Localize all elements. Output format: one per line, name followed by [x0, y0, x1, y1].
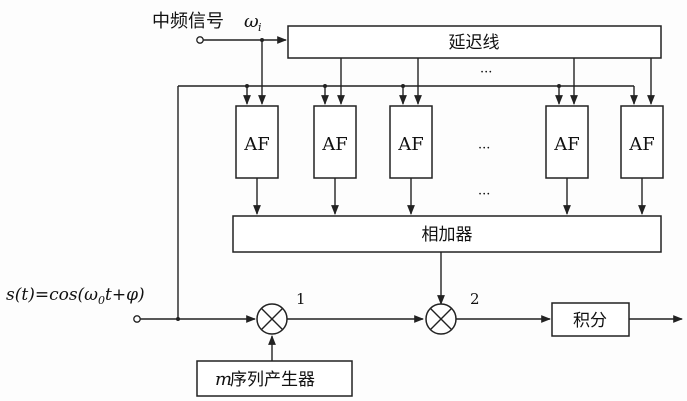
signal-input-terminal: [133, 315, 141, 323]
junction-dot: [176, 317, 180, 321]
if-input-terminal: [196, 36, 204, 44]
af-ellipsis: ···: [478, 141, 490, 156]
integrator-box: [551, 302, 630, 337]
m-sequence-prefix: m: [215, 369, 232, 390]
junction-dot: [245, 84, 249, 88]
output-ellipsis: ···: [478, 187, 490, 202]
m-sequence-generator-box: [196, 360, 353, 397]
if-signal-label: 中频信号: [152, 11, 224, 32]
af-label-1: AF: [243, 134, 270, 155]
delay-line-label: 延迟线: [449, 33, 500, 53]
junction-dot: [323, 84, 327, 88]
m-sequence-label: 序列产生器: [230, 370, 315, 390]
af-box-2: [313, 105, 357, 179]
mixer-1: [256, 303, 288, 335]
af-label-5: AF: [628, 134, 655, 155]
tap-ellipsis: ···: [480, 65, 492, 80]
mixer-2-label: 2: [470, 290, 480, 308]
mixer-1-label: 1: [296, 290, 306, 308]
delay-line-box: [287, 25, 662, 59]
input-signal-label: s(t)=cos(ω0t+φ): [6, 285, 145, 307]
af-label-4: AF: [553, 134, 580, 155]
if-signal-subscript: i: [258, 21, 262, 34]
if-signal-symbol: ω: [244, 11, 259, 32]
adder-label: 相加器: [422, 225, 473, 245]
adder-box: [232, 215, 662, 253]
af-box-4: [545, 105, 589, 179]
af-label-3: AF: [397, 134, 424, 155]
integrator-label: 积分: [573, 311, 607, 331]
junction-dot: [401, 84, 405, 88]
junction-dot: [557, 84, 561, 88]
junction-dot: [260, 38, 264, 42]
af-label-2: AF: [321, 134, 348, 155]
mixer-2: [425, 303, 457, 335]
